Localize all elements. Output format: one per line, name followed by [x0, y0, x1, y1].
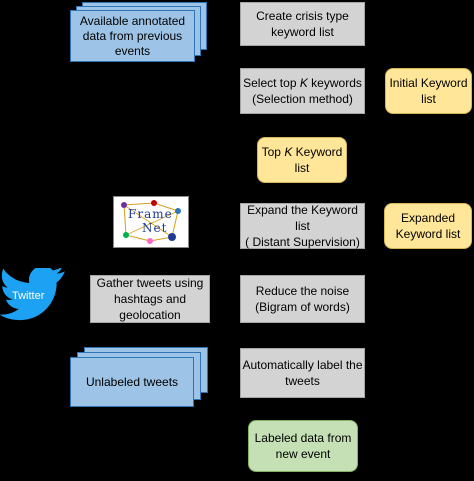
step-auto-label: Automatically label the tweets: [240, 348, 365, 398]
step-gather-line-1: Gather tweets using: [96, 276, 204, 290]
topk-keyword-list: Top K Keyword list: [257, 137, 347, 183]
step-expand-line-2: ( Distant Supervision): [245, 235, 360, 249]
labeled-data-line-2: new event: [275, 447, 331, 461]
step-gather-line-2: hashtags and: [113, 292, 187, 306]
source-data-line-3: events: [114, 43, 151, 58]
step-select-line-2: (Selection method): [252, 92, 353, 106]
initial-keyword-line-2: list: [421, 92, 436, 106]
topk-keyword-line-2: list: [294, 161, 310, 175]
step-reduce-line-2: (Bigram of words): [255, 300, 350, 314]
framenet-word-2: Net: [142, 221, 168, 235]
expanded-keyword-line-2: Keyword list: [395, 227, 461, 241]
twitter-bird-icon: [0, 268, 65, 321]
step-gather-line-3: geolocation: [119, 308, 181, 322]
source-data-box: Available annotated data from previous e…: [70, 10, 195, 62]
source-data-line-1: Available annotated: [79, 13, 186, 28]
step-create-keyword-list: Create crisis type keyword list: [240, 2, 365, 46]
framenet-graph-icon: [121, 200, 181, 244]
step-reduce-noise: Reduce the noise (Bigram of words): [240, 275, 365, 323]
labeled-data-output: Labeled data from new event: [248, 420, 358, 472]
step-select-keywords: Select top K keywords (Selection method): [240, 68, 365, 114]
labeled-data-line-1: Labeled data from: [254, 431, 352, 445]
unlabeled-tweets-box: Unlabeled tweets: [70, 357, 194, 407]
step-gather-tweets: Gather tweets using hashtags and geoloca…: [90, 275, 210, 323]
expanded-keyword-line-1: Expanded: [400, 211, 456, 225]
topk-keyword-line-1: Top K Keyword: [261, 145, 343, 159]
step-expand-keywords: Expand the Keyword list ( Distant Superv…: [240, 203, 365, 249]
step-reduce-line-1: Reduce the noise: [255, 284, 350, 298]
expanded-keyword-list: Expanded Keyword list: [384, 203, 472, 249]
initial-keyword-list: Initial Keyword list: [385, 68, 472, 114]
step-create-line-1: Create crisis type: [256, 9, 349, 23]
twitter-logo: Twitter: [0, 268, 66, 324]
step-auto-label-line-1: Automatically label the: [242, 358, 363, 372]
framenet-word-1: Frame: [128, 207, 173, 221]
twitter-label: Twitter: [12, 290, 45, 302]
source-data-line-2: data from previous: [82, 28, 183, 43]
step-auto-label-line-2: tweets: [285, 374, 320, 388]
step-expand-line-1: Expand the Keyword list: [247, 203, 358, 233]
unlabeled-tweets-label: Unlabeled tweets: [85, 374, 179, 389]
step-create-line-2: keyword list: [271, 25, 334, 39]
step-select-line-1: Select top K keywords: [243, 76, 362, 90]
framenet-logo: Frame Net: [113, 196, 189, 248]
initial-keyword-line-1: Initial Keyword: [389, 76, 468, 90]
